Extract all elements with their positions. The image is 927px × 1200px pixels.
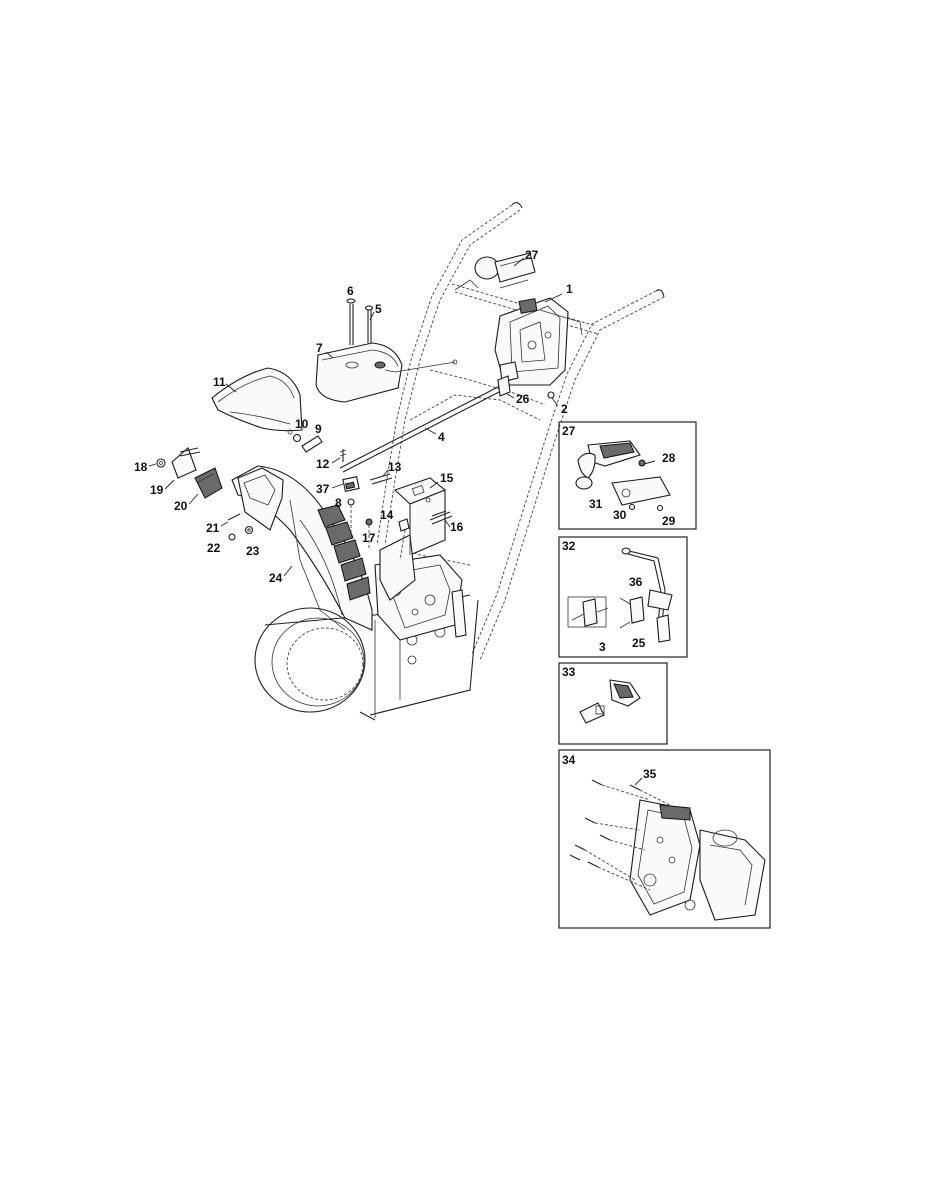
callout-16: 16 [450,520,464,534]
inset-33: 33 [558,662,668,745]
callout-4: 4 [438,430,445,444]
callout-15: 15 [440,471,454,485]
inset-33-label: 33 [562,665,576,679]
callout-29: 29 [662,514,676,528]
callout-36: 36 [629,575,643,589]
callout-12: 12 [316,457,330,471]
callout-23: 23 [246,544,260,558]
callout-7: 7 [316,341,323,355]
control-cover [315,342,403,403]
callout-17: 17 [362,531,376,545]
callout-35: 35 [643,767,657,781]
callout-10: 10 [295,417,309,431]
callout-5: 5 [375,302,382,316]
callout-9: 9 [315,422,322,436]
bolts [346,298,374,345]
callout-20: 20 [174,499,188,513]
callout-30: 30 [613,508,627,522]
callout-13: 13 [388,460,402,474]
inset-34: 34 35 [558,749,771,929]
callout-28: 28 [662,451,676,465]
hardware [156,375,555,561]
callout-37: 37 [316,482,330,496]
callout-3: 3 [599,640,606,654]
discharge-chute [231,465,373,631]
handle-grip [454,252,536,291]
callout-6: 6 [347,284,354,298]
callout-25: 25 [632,636,646,650]
callout-21: 21 [206,521,220,535]
callout-8: 8 [335,496,342,510]
callout-labels: 1 2 3 4 5 6 7 8 9 10 11 12 13 14 15 16 1… [134,248,646,654]
callout-19: 19 [150,483,164,497]
inset-32: 32 36 [558,536,688,658]
inset-27-label: 27 [562,424,576,438]
chute-crank-bracket [379,477,453,601]
chute-deflector [211,367,303,435]
callout-22: 22 [207,541,221,555]
callout-11: 11 [213,375,226,389]
callout-31: 31 [589,497,603,511]
callout-26: 26 [516,392,530,406]
inset-27: 27 28 29 30 31 [558,421,697,530]
callout-14: 14 [380,508,394,522]
control-rod [339,359,504,473]
callout-18: 18 [134,460,148,474]
callout-2: 2 [561,402,568,416]
inset-32-label: 32 [562,539,576,553]
callout-27: 27 [525,248,539,262]
dash-panel [494,297,583,386]
handle-frame [376,202,665,661]
callout-24: 24 [269,571,283,585]
inset-34-label: 34 [562,753,576,767]
callout-1: 1 [566,282,573,296]
